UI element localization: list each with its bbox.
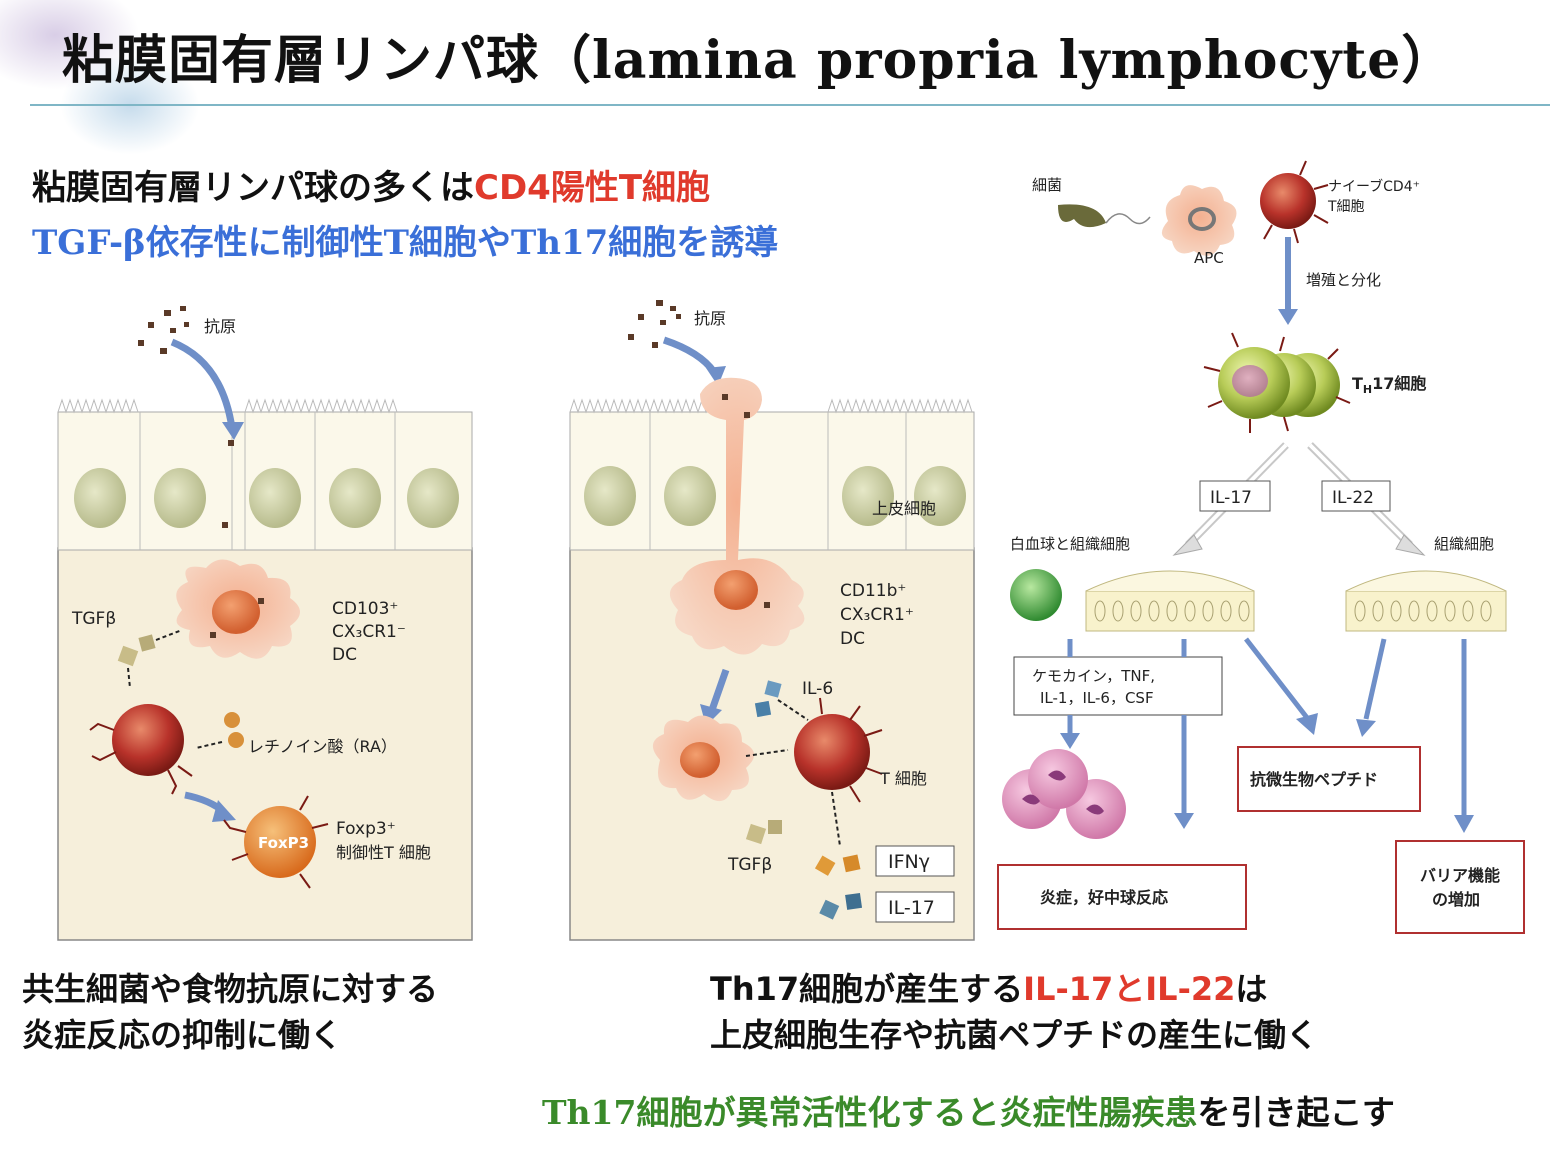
naive-label-1: ナイーブCD4⁺ (1328, 178, 1420, 195)
th17-caption-line-2: 上皮細胞生存や抗菌ペプチドの産生に働く (710, 1016, 1319, 1054)
dc-label-middle-1: CD11b⁺ (840, 581, 906, 601)
left-caption-line-2: 炎症反応の抑制に働く (22, 1016, 343, 1054)
leukocyte-cell (1010, 569, 1062, 621)
tissue-cells-right (1345, 570, 1507, 632)
th17-caption: Th17細胞が産生するIL-17とIL-22は 上皮細胞生存や抗菌ペプチドの産生… (710, 966, 1318, 1058)
bacteria-shape (1058, 204, 1106, 228)
naive-label-2: T細胞 (1327, 199, 1365, 215)
ifng-label: IFNγ (888, 851, 930, 873)
ra-label: レチノイン酸（RA） (248, 737, 397, 756)
barrier-label-1: バリア機能 (1420, 866, 1500, 885)
th17-cells (1203, 332, 1351, 433)
antimicrobial-label: 抗微生物ペプチド (1250, 770, 1378, 789)
epithelial-layer-left (57, 398, 473, 551)
apc-cell (1161, 185, 1237, 256)
leuko-label: 白血球と組織細胞 (1010, 535, 1130, 553)
neutrophil-cells (1002, 749, 1126, 839)
th17-caption-suffix: は (1235, 970, 1268, 1008)
th17-label: TH17細胞 (1352, 374, 1426, 396)
left-caption: 共生細菌や食物抗原に対する 炎症反応の抑制に働く (22, 966, 438, 1058)
il6-label: IL-6 (802, 679, 833, 699)
dc-label-left-3: DC (332, 645, 357, 665)
chemokine-label-1: ケモカイン，TNF, (1032, 667, 1155, 685)
th17-caption-highlight: IL-17とIL-22 (1023, 970, 1236, 1008)
conclusion-highlight: Th17細胞が異常活性化すると炎症性腸疾患 (542, 1093, 1198, 1132)
il17-box-label: IL-17 (1210, 488, 1252, 508)
foxp3-label: FoxP3 (258, 834, 309, 852)
treg-label-1: Foxp3⁺ (336, 819, 396, 839)
chemokine-label-2: IL-1，IL-6，CSF (1040, 689, 1154, 707)
tgfb-label-middle: TGFβ (727, 855, 772, 875)
treg-cell (244, 806, 316, 878)
conclusion-suffix: を引き起こす (1197, 1093, 1395, 1132)
tgfb-label-left: TGFβ (71, 609, 116, 629)
intro-line-1-prefix: 粘膜固有層リンパ球の多くは (32, 168, 474, 208)
epithelium-label: 上皮細胞 (872, 499, 936, 518)
antigen-arrow-left (170, 338, 236, 429)
il22-box-label: IL-22 (1332, 488, 1374, 508)
left-caption-line-1: 共生細菌や食物抗原に対する (22, 970, 439, 1008)
left-diagram: 抗原 CD103⁺ CX₃CR1⁻ DC TGFβ レチノイン酸（RA） Fox… (57, 306, 473, 941)
t-cell-label: T 細胞 (879, 769, 927, 788)
conclusion: Th17細胞が異常活性化すると炎症性腸疾患を引き起こす (542, 1086, 1395, 1134)
t-cell-middle (794, 714, 870, 790)
antigen-arrowhead-left (222, 422, 244, 440)
tissue-cells-left (1085, 570, 1255, 632)
barrier-label-2: の増加 (1432, 890, 1480, 909)
tissue-label: 組織細胞 (1434, 535, 1494, 553)
antigen-particles-middle (628, 300, 681, 348)
prolif-label: 増殖と分化 (1306, 271, 1381, 289)
dc-nucleus-left (212, 590, 260, 634)
inflammation-label: 炎症，好中球反応 (1040, 888, 1168, 907)
naive-t-cell-left (112, 704, 184, 776)
middle-diagram: 抗原 上皮細胞 CD11b⁺ CX₃CR1⁺ DC IL-6 T 細胞 TGFβ… (569, 300, 975, 941)
cd11b-dc-cell (669, 377, 805, 655)
naive-cd4-t-cell (1260, 173, 1316, 229)
antigen-label-left: 抗原 (204, 317, 236, 336)
th17-caption-prefix: Th17細胞が産生する (710, 970, 1024, 1008)
apc-label: APC (1194, 249, 1224, 267)
dc-label-middle-3: DC (840, 629, 865, 649)
title-rule (30, 104, 1550, 106)
intro-line-2: TGF-β依存性に制御性T細胞やTh17細胞を誘導 (32, 223, 779, 263)
antigen-particles-left (138, 306, 234, 528)
intro-line-1: 粘膜固有層リンパ球の多くはCD4陽性T細胞 (32, 160, 710, 209)
dc-label-left-1: CD103⁺ (332, 599, 398, 619)
dc-label-middle-2: CX₃CR1⁺ (840, 605, 914, 625)
antigen-label-middle: 抗原 (694, 309, 726, 328)
epithelial-layer-middle (569, 398, 975, 551)
bacteria-label: 細菌 (1032, 176, 1062, 194)
il17-label-middle: IL-17 (888, 897, 935, 919)
treg-label-2: 制御性T 細胞 (336, 843, 431, 862)
th17-caption-line-1: Th17細胞が産生するIL-17とIL-22は (710, 966, 1318, 1012)
intro-line-1-highlight: CD4陽性T細胞 (474, 168, 711, 208)
slide-title: 粘膜固有層リンパ球（lamina propria lymphocyte） (62, 30, 1455, 91)
dc-label-left-2: CX₃CR1⁻ (332, 622, 406, 642)
right-diagram: 細菌 APC ナイーブCD4⁺ T細胞 増殖と分化 TH17細胞 IL-17 I… (997, 160, 1525, 934)
